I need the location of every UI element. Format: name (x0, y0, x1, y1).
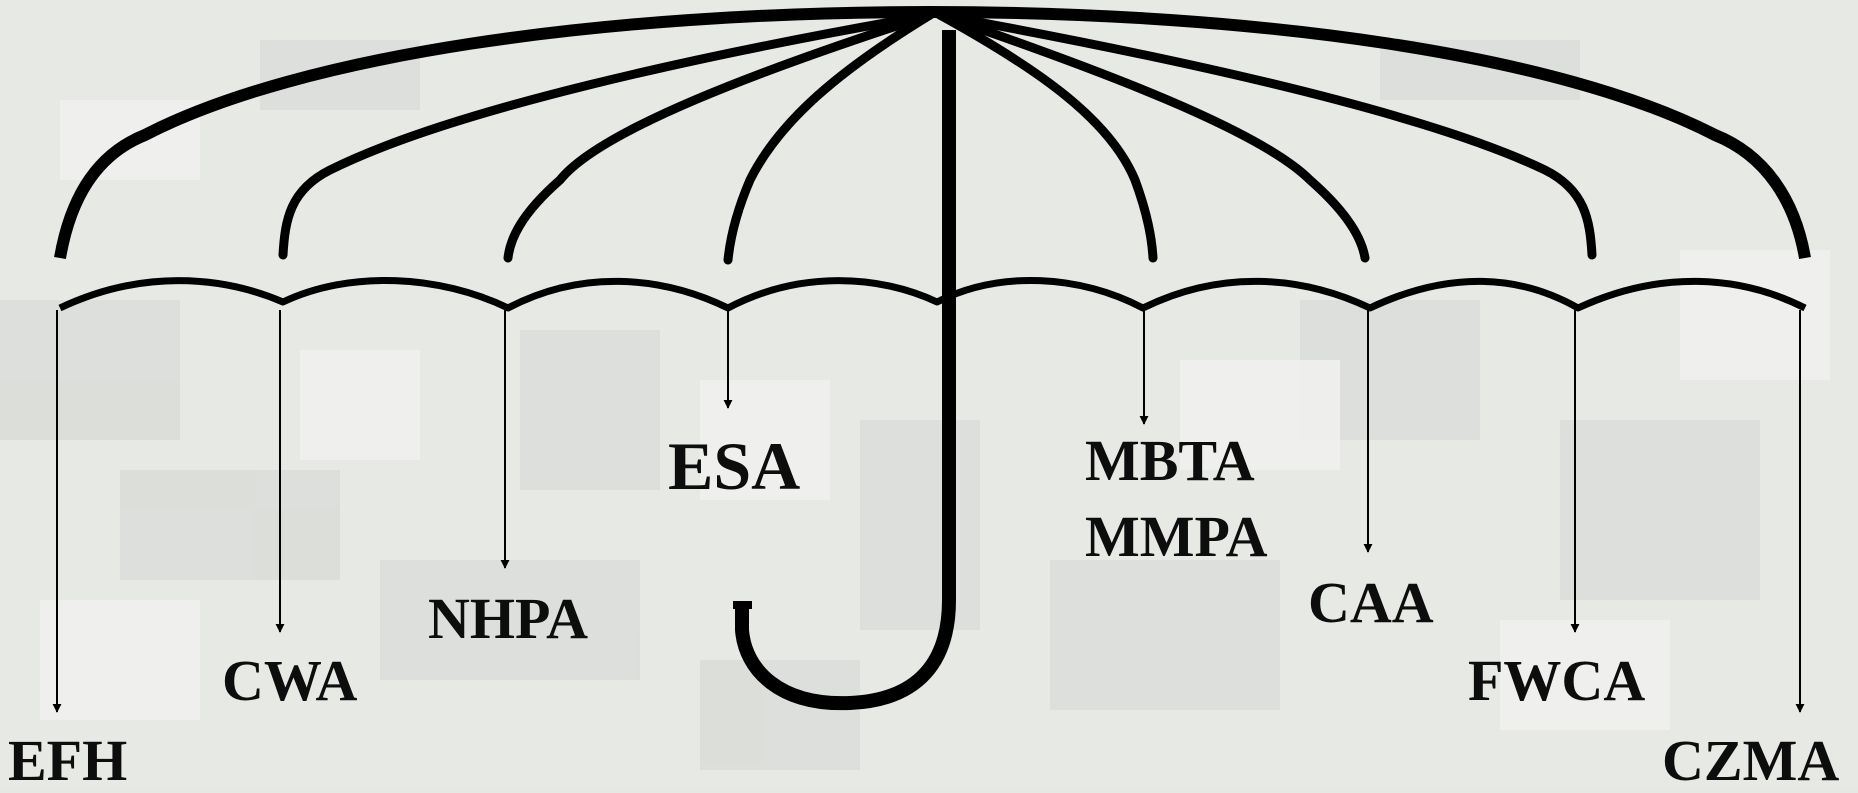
canopy-outline (60, 12, 1805, 258)
label-fwca: FWCA (1468, 652, 1645, 710)
label-efh: EFH (8, 732, 127, 790)
label-esa: ESA (668, 432, 800, 500)
umbrella-shaft (742, 30, 949, 703)
label-mmpa: MMPA (1085, 508, 1268, 566)
label-cwa: CWA (222, 652, 357, 710)
label-caa: CAA (1308, 574, 1434, 632)
canopy-ribs (283, 15, 1592, 260)
label-nhpa: NHPA (428, 590, 588, 648)
label-mbta: MBTA (1085, 432, 1255, 490)
label-czma: CZMA (1662, 732, 1839, 790)
canopy-edge (60, 280, 1805, 308)
